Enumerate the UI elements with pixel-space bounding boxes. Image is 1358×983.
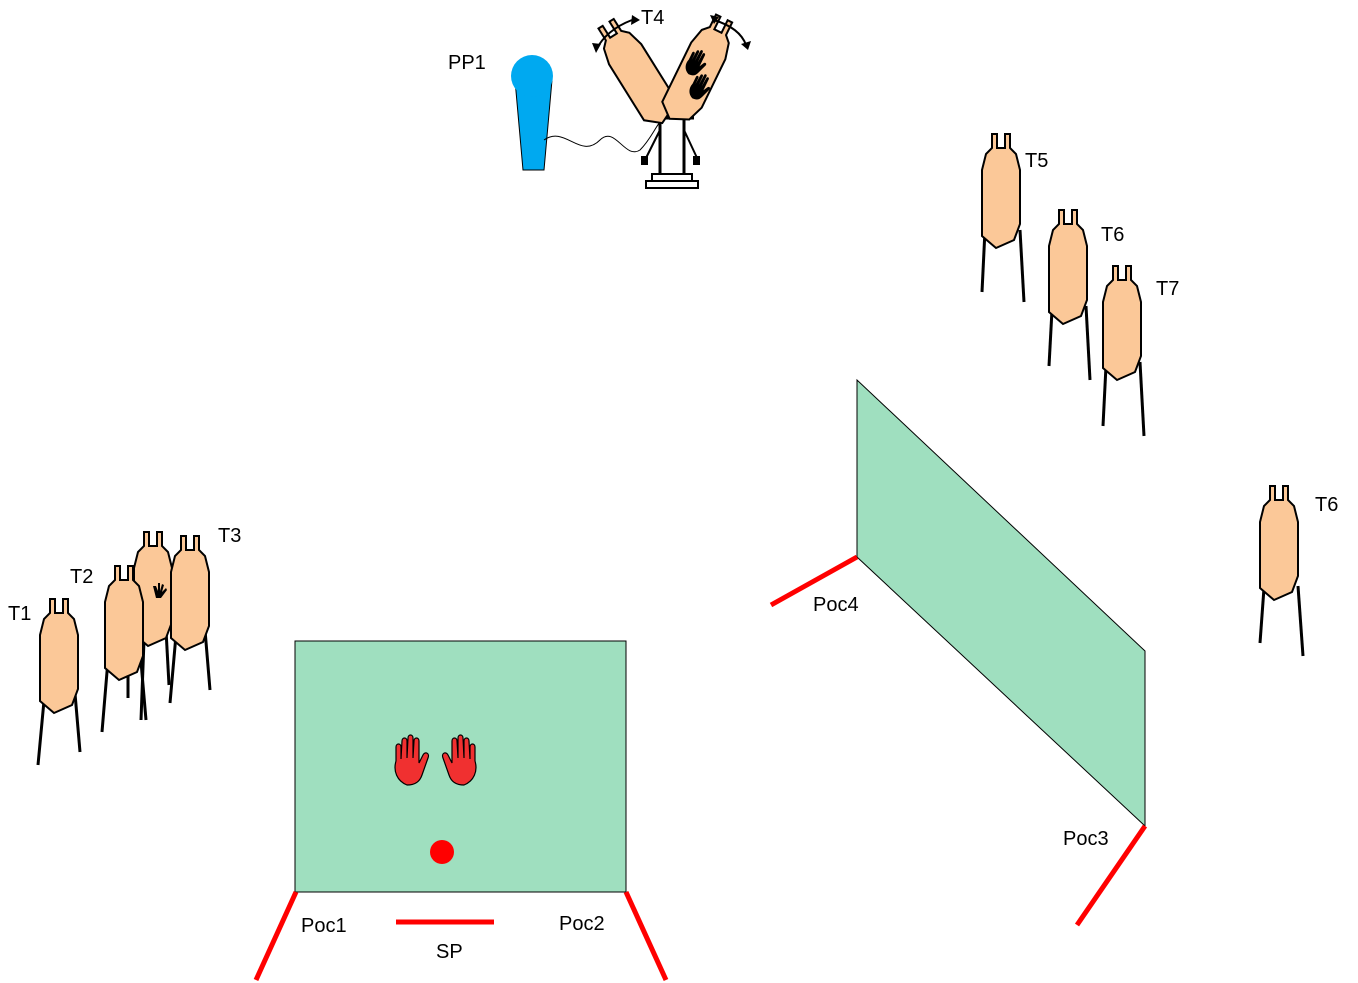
target-t6-right xyxy=(1258,485,1305,657)
label-t1: T1 xyxy=(8,603,31,625)
target-t2 xyxy=(100,565,148,733)
target-t6-upper xyxy=(1047,209,1092,381)
label-pp1: PP1 xyxy=(448,52,486,74)
label-t4: T4 xyxy=(641,7,664,29)
fault-line-poc1 xyxy=(253,890,299,982)
label-poc4: Poc4 xyxy=(813,594,859,616)
fault-line-poc2 xyxy=(623,890,669,982)
target-t1 xyxy=(36,598,82,766)
target-t7 xyxy=(1101,265,1146,437)
label-poc1: Poc1 xyxy=(301,915,347,937)
fault-line-poc4 xyxy=(769,554,859,608)
swinging-target-icon xyxy=(588,9,751,189)
label-sp: SP xyxy=(436,941,463,963)
label-t6-upper: T6 xyxy=(1101,224,1124,246)
fault-line-poc3 xyxy=(1074,824,1148,927)
label-t2: T2 xyxy=(70,566,93,588)
activation-cable xyxy=(543,121,661,153)
label-poc2: Poc2 xyxy=(559,913,605,935)
label-t3: T3 xyxy=(218,525,241,547)
label-t5: T5 xyxy=(1025,150,1048,172)
start-marker-dot-icon xyxy=(430,840,454,864)
target-t3 xyxy=(168,535,212,704)
label-t7: T7 xyxy=(1156,278,1179,300)
label-t6-right: T6 xyxy=(1315,494,1338,516)
target-t5 xyxy=(980,133,1026,303)
popper-icon xyxy=(511,55,553,171)
diagonal-wall xyxy=(856,378,1146,828)
label-poc3: Poc3 xyxy=(1063,828,1109,850)
